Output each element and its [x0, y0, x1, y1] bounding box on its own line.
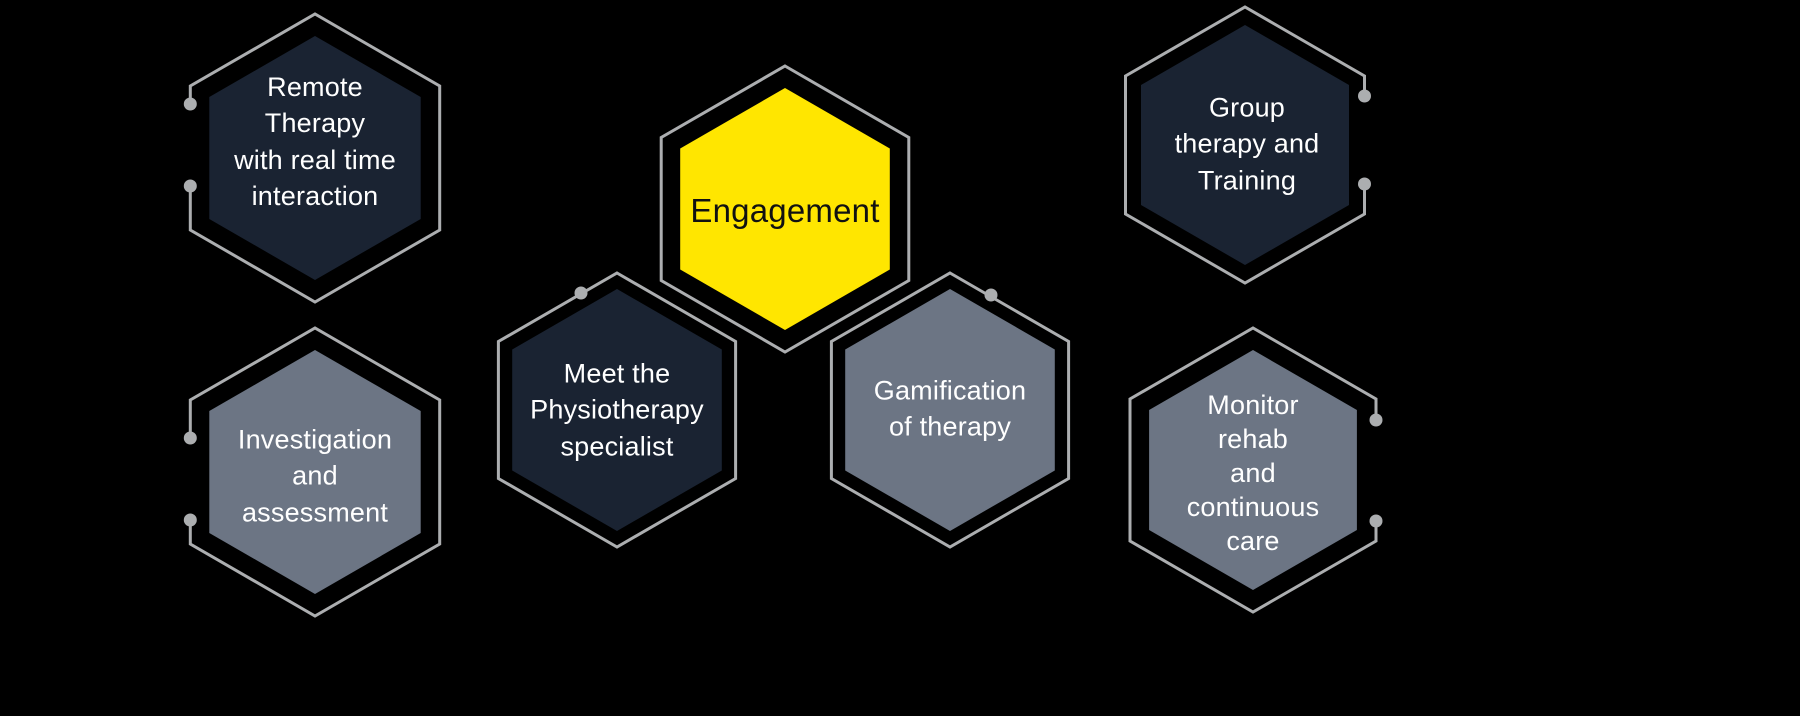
node-physiotherapy-specialist [496, 271, 738, 549]
hexagon-fill-engagement [680, 88, 890, 330]
node-gamification [829, 271, 1071, 549]
node-label-remote-therapy: Remote Therapy with real time interactio… [234, 72, 396, 212]
node-label-group-therapy: Group therapy and Training [1174, 92, 1320, 196]
node-label-gamification: Gamification of therapy [873, 375, 1027, 442]
node-group-therapy [1124, 5, 1371, 285]
hexagon-fill-group-therapy [1141, 25, 1349, 265]
hexagon-fill-remote-therapy [209, 36, 421, 280]
connector-dot [984, 288, 998, 302]
connector-dot [1358, 89, 1371, 103]
hexagon-outline-investigation [188, 326, 442, 618]
connector-dot [183, 179, 197, 193]
hexagon-outline-gamification [829, 271, 1071, 549]
connector-dot [1369, 413, 1383, 427]
connector-dot [574, 286, 588, 300]
hexagon-fill-gamification [845, 289, 1055, 531]
node-label-investigation: Investigation and assessment [237, 424, 393, 528]
hexagon-outline-monitor-rehab [1128, 326, 1378, 614]
connector-dot [183, 97, 197, 111]
node-label-monitor-rehab: Monitor rehab and continuous care [1186, 389, 1320, 557]
hexagon-outline-remote-therapy [188, 12, 442, 304]
hexagon-fill-monitor-rehab [1149, 350, 1357, 590]
hexagon-outline-engagement [659, 64, 911, 354]
node-remote-therapy [183, 12, 442, 304]
connector-dot [1358, 177, 1371, 191]
hexagon-outline-physiotherapy-specialist [496, 271, 738, 549]
node-monitor-rehab [1128, 326, 1383, 614]
connector-dot [1369, 514, 1383, 528]
node-label-physiotherapy-specialist: Meet the Physiotherapy specialist [530, 358, 704, 462]
node-label-engagement: Engagement [690, 191, 880, 229]
hexagon-fill-investigation [209, 350, 421, 594]
node-investigation [183, 326, 442, 618]
node-engagement [659, 64, 911, 354]
connector-dot [183, 431, 197, 445]
hexagon-outline-group-therapy [1124, 5, 1366, 285]
connector-dot [183, 513, 197, 527]
hexagon-fill-physiotherapy-specialist [512, 289, 722, 531]
